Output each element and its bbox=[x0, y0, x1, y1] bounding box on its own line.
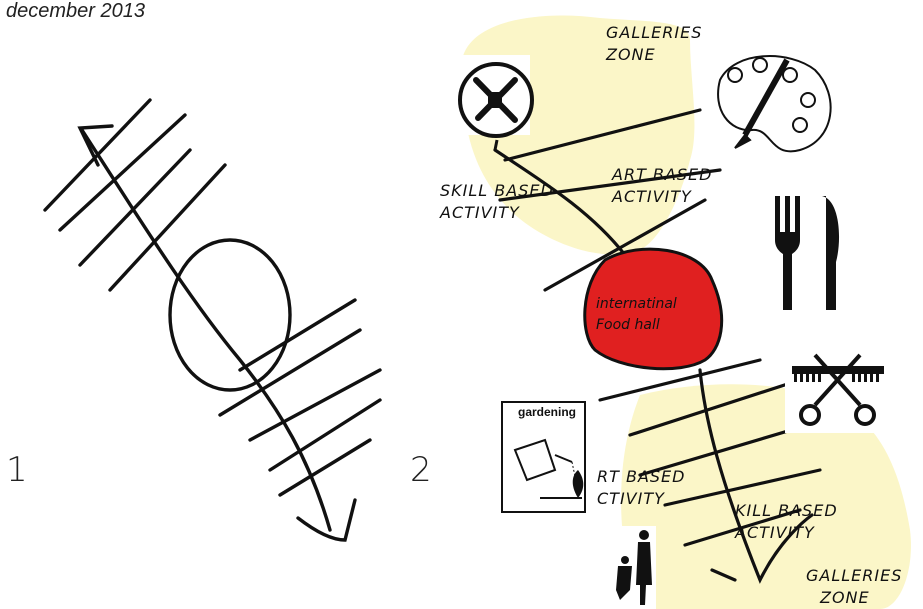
art-based-bottom-line1: RT BASED bbox=[597, 466, 685, 488]
comb-scissors-icon bbox=[785, 348, 890, 433]
galleries-zone-top-label: GALLERIES ZONE bbox=[606, 22, 702, 66]
sculpture-icon bbox=[612, 526, 656, 609]
skill-based-bottom-line1: KILL BASED bbox=[735, 500, 838, 522]
art-based-top-line2: ACTIVITY bbox=[612, 186, 712, 208]
galleries-zone-top-line2: ZONE bbox=[606, 44, 702, 66]
sketch-1-circle bbox=[170, 240, 290, 390]
galleries-zone-bottom-line2: ZONE bbox=[806, 587, 902, 609]
galleries-zone-bottom-line1: GALLERIES bbox=[806, 565, 902, 587]
skill-based-activity-top-label: SKILL BASED ACTIVITY bbox=[440, 180, 554, 224]
art-based-top-line1: ART BASED bbox=[612, 164, 712, 186]
skill-based-top-line2: ACTIVITY bbox=[440, 202, 554, 224]
galleries-zone-bottom-label: GALLERIES ZONE bbox=[806, 565, 902, 609]
sketch-1-spine bbox=[82, 130, 330, 530]
skill-based-top-line1: SKILL BASED bbox=[440, 180, 554, 202]
palette-icon bbox=[718, 56, 831, 151]
skill-based-activity-bottom-label: KILL BASED ACTIVITY bbox=[735, 500, 838, 544]
skill-based-bottom-line2: ACTIVITY bbox=[735, 522, 838, 544]
food-hall-line1: internatinal bbox=[596, 294, 677, 315]
food-hall-label: internatinal Food hall bbox=[596, 294, 677, 336]
gardening-icon-label: gardening bbox=[518, 405, 576, 419]
art-based-activity-bottom-label: RT BASED CTIVITY bbox=[597, 466, 685, 510]
art-based-activity-top-label: ART BASED ACTIVITY bbox=[612, 164, 712, 208]
food-hall-line2: Food hall bbox=[596, 315, 677, 336]
sketch-1-fishbone bbox=[45, 100, 380, 540]
fork-knife-icon bbox=[775, 196, 839, 310]
galleries-zone-top-line1: GALLERIES bbox=[606, 22, 702, 44]
art-based-bottom-line2: CTIVITY bbox=[597, 488, 685, 510]
